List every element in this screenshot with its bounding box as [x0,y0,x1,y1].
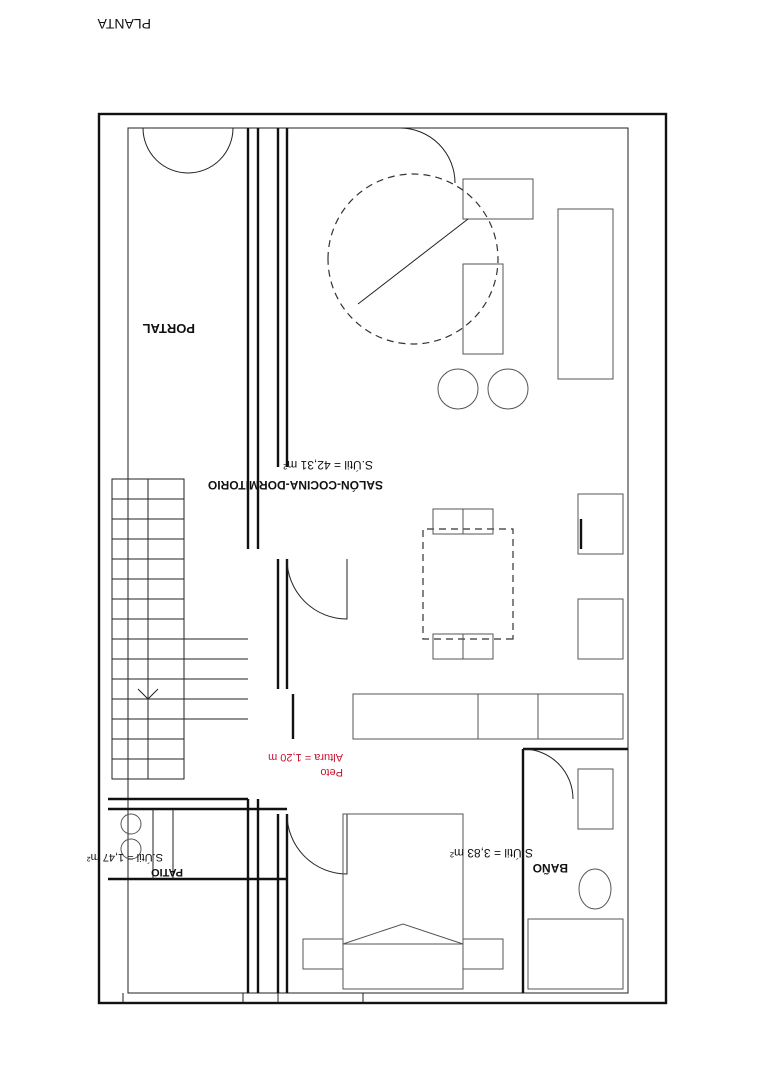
room-label-patio: PATIO [151,866,183,878]
sofa [557,208,614,380]
wall-patio [108,807,287,881]
shower [527,918,624,990]
room-area-bath: S.Útil = 3,83 m² [450,846,533,861]
interior-walls [108,128,628,993]
wall-stair-kitchen [276,559,289,689]
room-label-bath: BAÑO [533,861,568,876]
sink [477,693,539,740]
kitchen-fixtures [352,493,624,740]
double-bed [342,813,464,990]
patio-details [120,809,174,879]
doors [142,127,574,875]
bedroom-door [286,813,348,875]
bedroom-furniture [302,813,504,990]
room-area-patio: S.Útil = 1,47 m² [87,851,163,864]
inner-wall-line [127,127,629,994]
room-label-portal: PORTAL [142,321,195,336]
bedside-table-left [462,938,504,970]
chair [432,508,464,535]
kitchen-door [286,558,348,620]
armchair [487,368,529,410]
wall-kitchen-stub [291,519,583,739]
chair [462,633,494,660]
bed-duvet [342,923,464,945]
plant-pot [120,813,142,835]
staircase [111,478,248,780]
kitchen-counter [352,693,624,740]
room-label-salon: SALÓN-COCINA-DORMITORIO [208,478,383,493]
dining-table [422,528,514,640]
wall-portal-bedroom [276,814,289,993]
fridge [577,493,624,555]
annotation-height: Altura = 1,20 m [268,751,343,763]
chair [432,633,464,660]
turning-circle [327,173,499,345]
stair-treads [112,479,184,779]
living-furniture [327,173,614,660]
wall-portal-inner [246,128,260,549]
patio-grid [152,809,174,879]
plan-rotated-group [97,112,668,1005]
cooktop [577,598,624,660]
chair [462,508,494,535]
annotation-peto: Peto [320,766,343,778]
tv-unit [462,178,534,220]
stair-winders [184,638,248,720]
plant-pot [120,838,142,860]
wall-portal-living [276,128,289,467]
turning-circle-diameter [357,218,469,305]
living-door [399,127,456,184]
wall-patio-stair [246,799,260,993]
wall-bath [521,747,628,993]
bath-door [522,748,574,800]
outer-walls [97,112,668,1005]
rotated-text-layer: PLANTA PORTAL SALÓN-COCINA-DORMITORIO S.… [87,16,568,878]
bedside-table-right [302,938,344,970]
toilet [578,868,612,910]
bath-fixtures [527,768,624,990]
plan-title: PLANTA [97,16,151,32]
armchair [437,368,479,410]
outer-wall-outline [97,112,668,1005]
wall-openings [122,993,364,1003]
washbasin [577,768,614,830]
portal-double-door [142,127,234,174]
room-area-salon: S.Útil = 42,31 m² [283,458,373,473]
coffee-table [462,263,504,355]
stair-arrow [137,688,159,700]
